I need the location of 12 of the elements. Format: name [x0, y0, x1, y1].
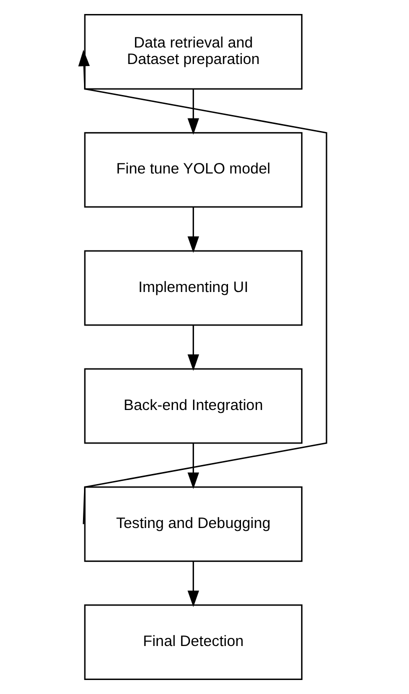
node-box: Implementing UI: [84, 250, 302, 326]
arrow: [187, 443, 199, 489]
arrow: [187, 207, 199, 253]
node-box: Testing and Debugging: [84, 486, 302, 562]
node-box: Fine tune YOLO model: [84, 132, 302, 208]
arrow: [78, 50, 327, 524]
arrow: [187, 325, 199, 371]
node-box: Final Detection: [84, 604, 302, 680]
arrow: [187, 561, 199, 608]
arrow: [187, 89, 199, 135]
node-box: Back-end Integration: [84, 368, 302, 444]
node-box: Data retrieval and Dataset preparation: [84, 14, 302, 90]
